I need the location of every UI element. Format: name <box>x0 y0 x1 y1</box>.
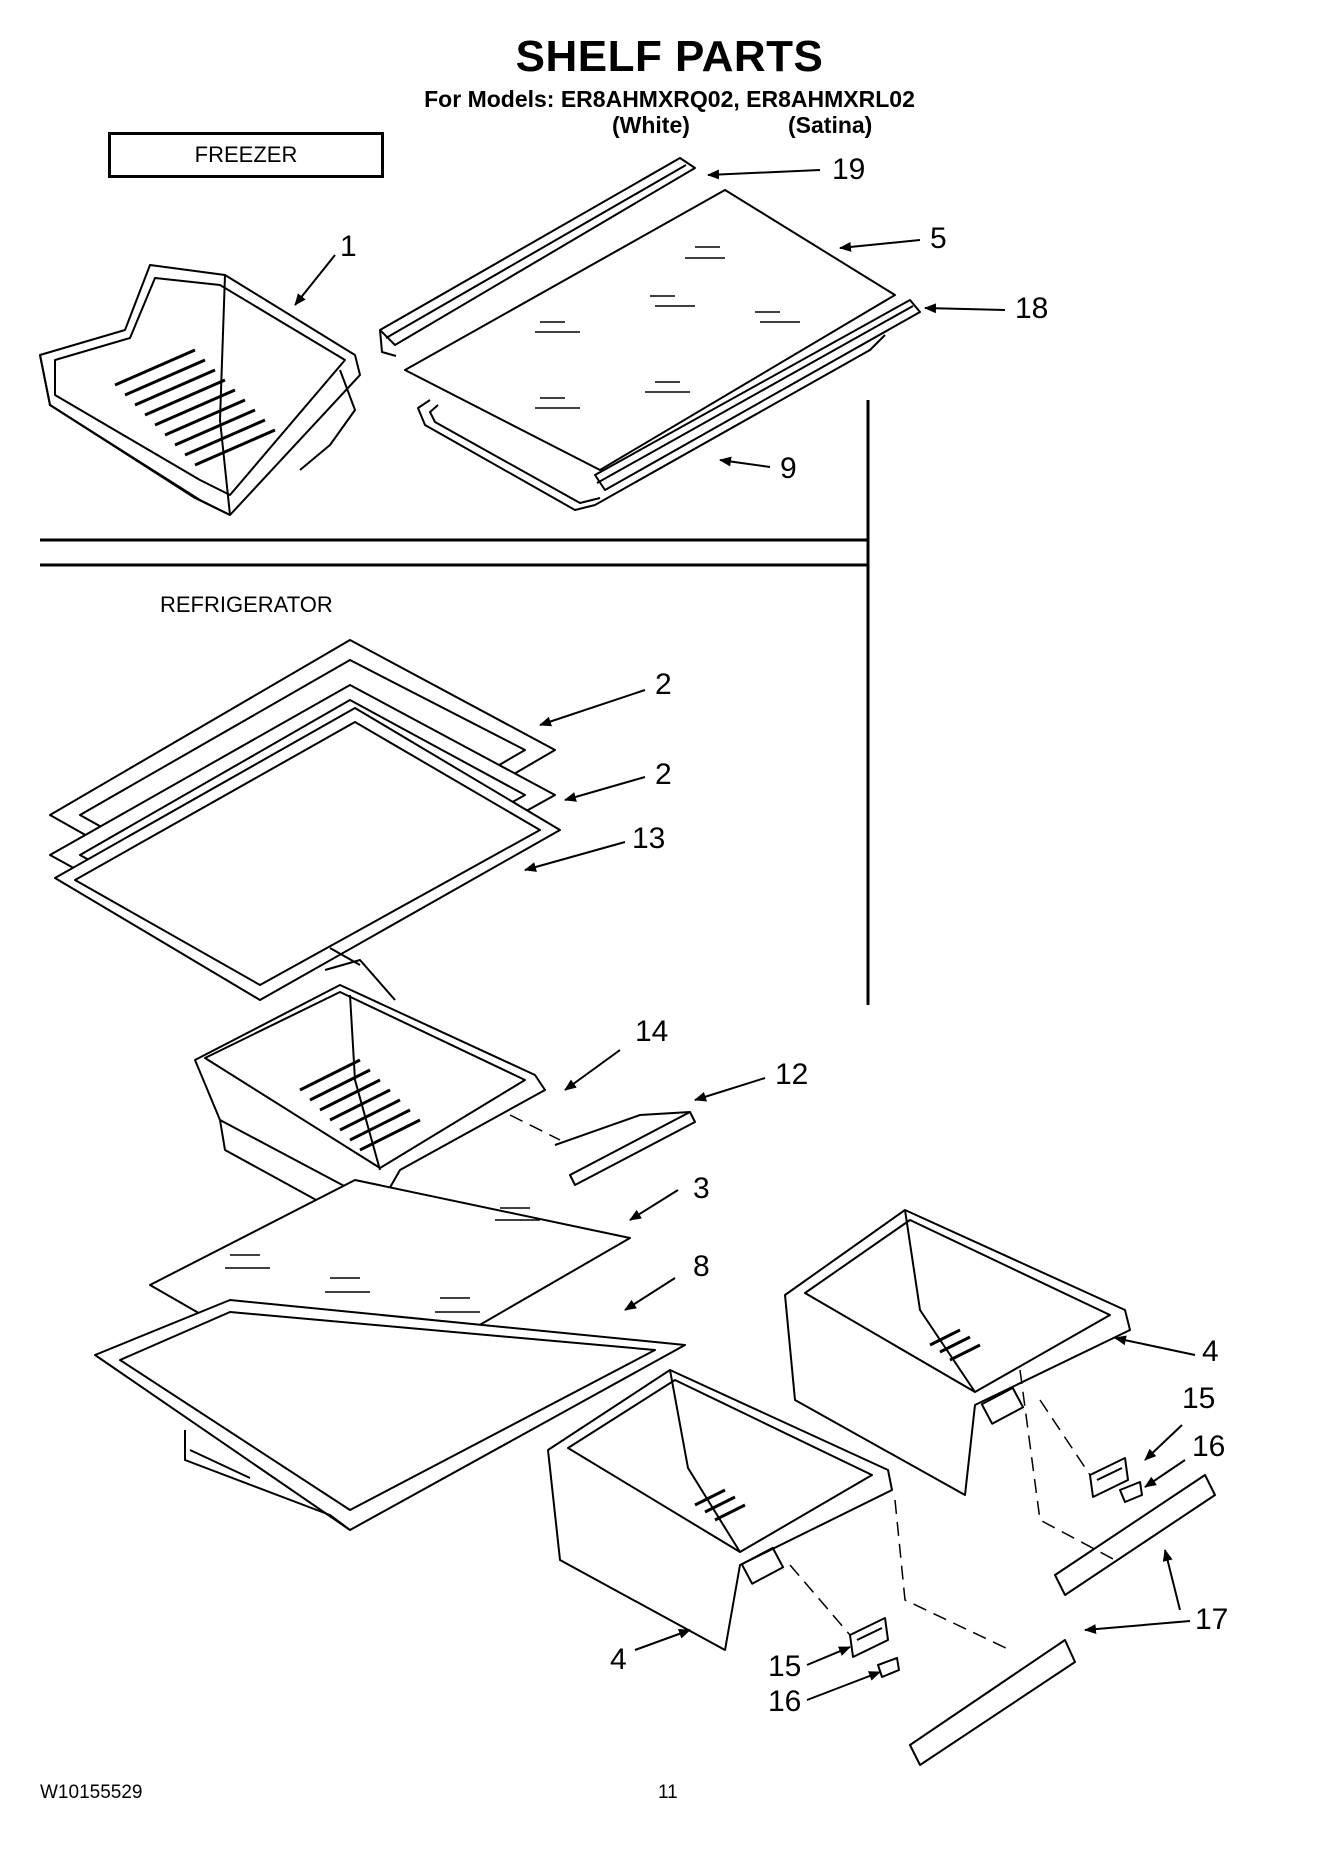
callout-4-left: 4 <box>610 1643 627 1676</box>
callout-16-left: 16 <box>768 1685 802 1718</box>
callout-19: 19 <box>832 153 866 186</box>
drawer-clip-right <box>1089 1457 1143 1503</box>
freezer-shelf-frame <box>417 334 886 511</box>
models-line: For Models: ER8AHMXRQ02, ER8AHMXRL02 <box>424 86 915 112</box>
callout-arrows <box>294 169 1196 1701</box>
pan-slide-leader <box>509 1114 561 1141</box>
callout-15-left: 15 <box>768 1650 802 1683</box>
callout-3: 3 <box>693 1172 710 1205</box>
freezer-label-text: FREEZER <box>194 142 298 167</box>
crisper-drawer-left <box>547 1369 893 1651</box>
drawer-trim-right <box>1054 1474 1216 1596</box>
meat-pan <box>194 984 546 1236</box>
callout-17-right: 17 <box>1195 1603 1229 1636</box>
freezer-glass-shelf <box>404 189 896 471</box>
variant-white: (White) <box>612 112 690 138</box>
page-number: 11 <box>658 1782 678 1803</box>
callout-5: 5 <box>930 222 947 255</box>
freezer-section-label: FREEZER <box>108 132 384 178</box>
variant-satina: (Satina) <box>788 112 873 138</box>
callout-15-right: 15 <box>1182 1382 1216 1415</box>
callout-2-upper: 2 <box>655 668 672 701</box>
callout-18: 18 <box>1015 292 1049 325</box>
callout-13: 13 <box>632 822 666 855</box>
crisper-cover-frame <box>54 707 561 1001</box>
crisper-cover <box>94 1299 686 1531</box>
callout-4-right: 4 <box>1202 1335 1219 1368</box>
callout-16-right: 16 <box>1192 1430 1226 1463</box>
page-title: SHELF PARTS <box>515 32 824 81</box>
callout-9: 9 <box>780 452 797 485</box>
rear-shelf-trim <box>379 157 696 357</box>
drawer-trim-left <box>909 1639 1076 1766</box>
section-dividers <box>40 400 870 1005</box>
freezer-basket <box>39 264 361 516</box>
front-shelf-trim <box>594 299 921 491</box>
pan-slide <box>554 1111 696 1186</box>
refrigerator-section-label: REFRIGERATOR <box>160 592 333 617</box>
drawer-leader-lines <box>789 1369 1116 1651</box>
callout-8: 8 <box>693 1250 710 1283</box>
callout-2-lower: 2 <box>655 758 672 791</box>
document-number: W10155529 <box>40 1782 143 1803</box>
callout-1: 1 <box>340 230 357 263</box>
crisper-drawer-right <box>784 1209 1131 1496</box>
callout-14: 14 <box>635 1015 669 1048</box>
drawer-clip-left <box>849 1617 900 1678</box>
callout-12: 12 <box>775 1058 809 1091</box>
